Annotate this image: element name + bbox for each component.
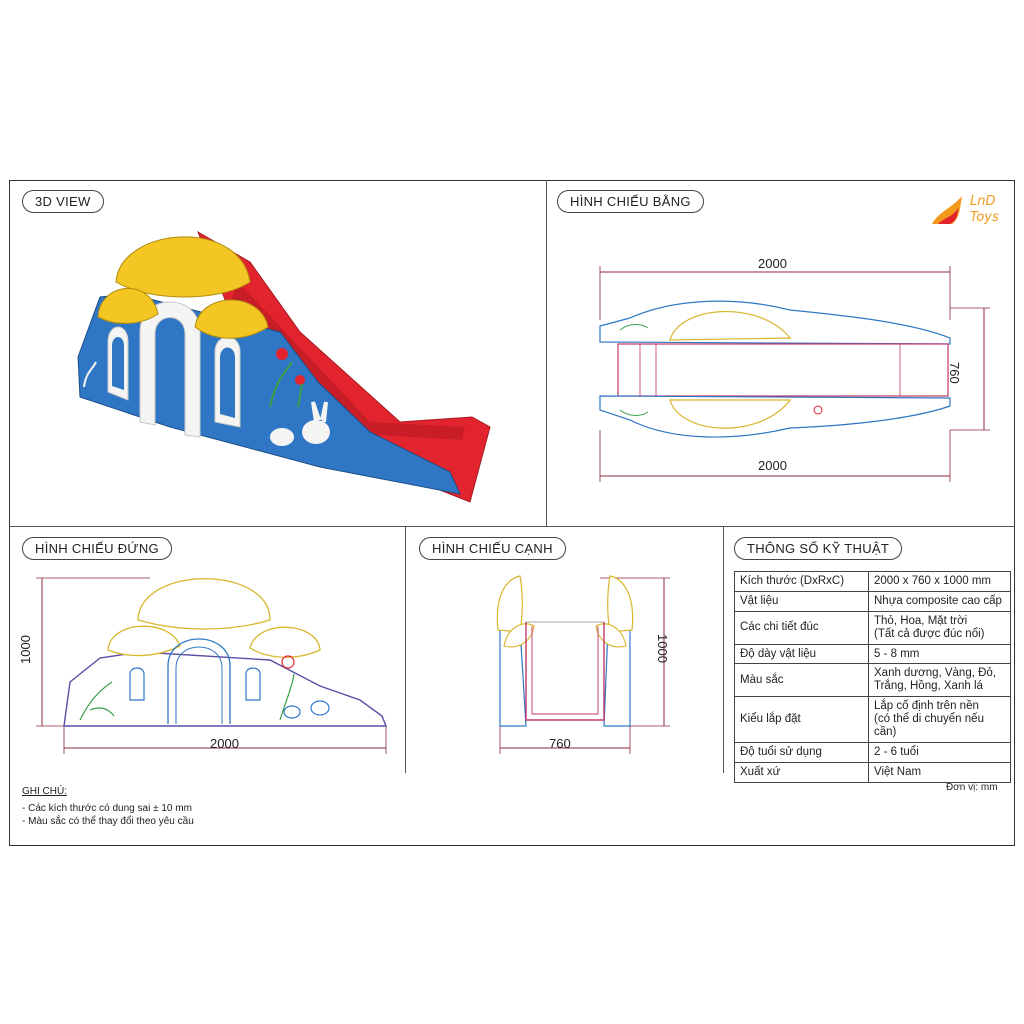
spec-row: Vật liệu Nhựa composite cao cấp xyxy=(734,590,1011,612)
specs-table: Kích thước (DxRxC) 2000 x 760 x 1000 mm Vậ… xyxy=(734,571,1011,783)
note-tolerance: - Các kích thước có dung sai ± 10 mm xyxy=(22,802,192,814)
spec-label: Kiểu lắp đặt xyxy=(734,696,869,743)
spec-value-line: 2 - 6 tuổi xyxy=(874,745,919,758)
note-color: - Màu sắc có thể thay đổi theo yêu cầu xyxy=(22,816,194,827)
top-view-drawing xyxy=(599,266,990,482)
notes-section: GHI CHÚ: - Các kích thước có dung sai ± … xyxy=(22,785,194,829)
spec-value: Lắp cố định trên nền(có thể di chuyển nế… xyxy=(868,696,1011,743)
front-height-label: 1000 xyxy=(18,635,33,664)
spec-value-line: Việt Nam xyxy=(874,765,922,778)
front-view-drawing xyxy=(36,577,388,754)
side-height-label: 1000 xyxy=(655,634,670,663)
flame-logo-icon xyxy=(932,196,962,224)
panel-title-front-view: HÌNH CHIẾU ĐỨNG xyxy=(22,537,172,560)
spec-value-line: (Tất cả được đúc nổi) xyxy=(874,627,985,640)
spec-value-line: Thỏ, Hoa, Mặt trời xyxy=(874,614,968,627)
spec-label: Vật liệu xyxy=(734,590,869,612)
notes-title: GHI CHÚ: xyxy=(22,786,67,797)
unit-label: Đơn vị: mm xyxy=(946,782,998,793)
spec-value-line: 5 - 8 mm xyxy=(874,647,920,660)
front-length-label: 2000 xyxy=(210,736,239,751)
panel-title-side-view: HÌNH CHIẾU CẠNH xyxy=(419,537,566,560)
divider-horizontal xyxy=(9,526,1015,528)
spec-label: Các chi tiết đúc xyxy=(734,610,869,645)
spec-row: Kích thước (DxRxC) 2000 x 760 x 1000 mm xyxy=(734,571,1011,592)
logo-text-lnd: LnD xyxy=(970,194,996,209)
logo-text-toys: Toys xyxy=(970,210,999,225)
panel-title-specs: THÔNG SỐ KỸ THUẬT xyxy=(734,537,903,560)
spec-value: Xanh dương, Vàng, Đỏ,Trắng, Hồng, Xanh l… xyxy=(868,663,1011,698)
spec-value-line: 2000 x 760 x 1000 mm xyxy=(874,575,991,587)
spec-value: 5 - 8 mm xyxy=(868,643,1011,665)
top-length-upper-label: 2000 xyxy=(758,256,787,271)
spec-row: Độ dày vật liệu 5 - 8 mm xyxy=(734,643,1011,665)
spec-value-line: Nhựa composite cao cấp xyxy=(874,594,1002,607)
slide-3d-illustration xyxy=(77,230,491,503)
spec-value: Việt Nam xyxy=(868,761,1011,783)
spec-value-line: (có thể di chuyển nếu cần) xyxy=(874,713,984,738)
spec-value-line: Trắng, Hồng, Xanh lá xyxy=(874,680,983,693)
spec-row: Xuất xứ Việt Nam xyxy=(734,761,1011,783)
spec-label: Độ tuổi sử dụng xyxy=(734,741,869,763)
spec-label: Kích thước (DxRxC) xyxy=(734,571,869,592)
divider-vertical-bottom-right xyxy=(723,526,725,773)
spec-row: Độ tuổi sử dụng 2 - 6 tuổi xyxy=(734,741,1011,763)
divider-vertical-bottom-left xyxy=(405,526,407,773)
top-width-label: 760 xyxy=(947,362,962,384)
side-view-drawing xyxy=(496,575,670,754)
panel-title-top-view: HÌNH CHIẾU BẰNG xyxy=(557,190,704,213)
spec-label: Độ dày vật liệu xyxy=(734,643,869,665)
spec-value: 2 - 6 tuổi xyxy=(868,741,1011,763)
spec-value: Thỏ, Hoa, Mặt trời(Tất cả được đúc nổi) xyxy=(868,610,1011,645)
spec-label: Màu sắc xyxy=(734,663,869,698)
spec-value: Nhựa composite cao cấp xyxy=(868,590,1011,612)
spec-value: 2000 x 760 x 1000 mm xyxy=(868,571,1011,592)
spec-value-line: Xanh dương, Vàng, Đỏ, xyxy=(874,667,997,680)
panel-title-3d-view: 3D VIEW xyxy=(22,190,104,213)
side-width-label: 760 xyxy=(549,736,571,751)
top-length-lower-label: 2000 xyxy=(758,458,787,473)
drawing-sheet xyxy=(9,180,1015,846)
spec-label: Xuất xứ xyxy=(734,761,869,783)
spec-value-line: Lắp cố định trên nền xyxy=(874,700,979,713)
divider-vertical-top xyxy=(546,180,548,527)
